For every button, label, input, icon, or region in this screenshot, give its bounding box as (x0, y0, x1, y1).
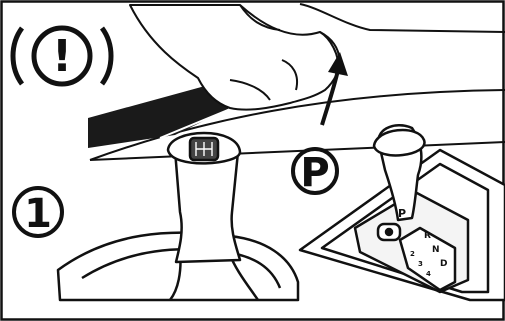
gate-label-drive: D (440, 259, 447, 269)
park-label: P (300, 150, 329, 196)
gate-label-park: P (398, 207, 406, 220)
park-badge: P (293, 149, 337, 196)
gate-label-four: 4 (426, 270, 431, 278)
gate-label-reverse: R (424, 231, 431, 241)
gate-label-three: 3 (418, 260, 423, 268)
step-badge: 1 (14, 188, 62, 237)
gate-label-neutral: N (432, 245, 440, 255)
gate-label-two: 2 (410, 250, 415, 258)
step-number: 1 (24, 191, 52, 237)
warning-symbol: ! (52, 31, 72, 82)
